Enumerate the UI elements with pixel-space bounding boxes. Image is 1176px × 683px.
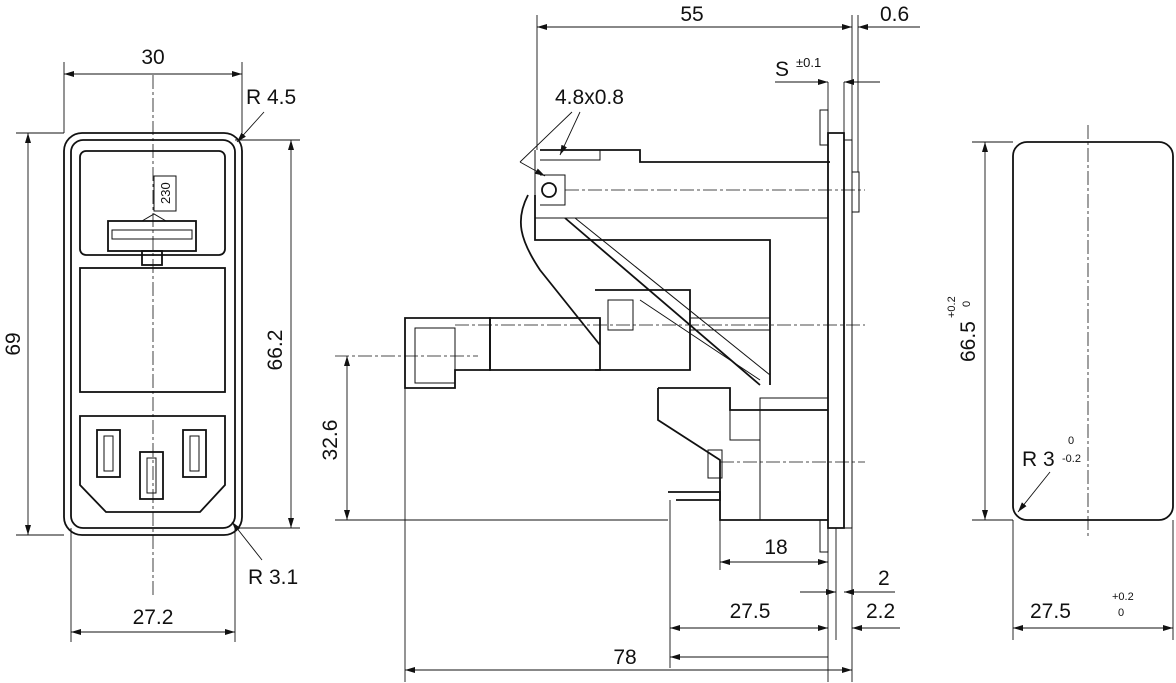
fuse-latch <box>107 220 197 252</box>
dim-22: 2.2 <box>866 600 895 623</box>
dim-tab-size: 4.8x0.8 <box>555 86 624 109</box>
dim-offset-06: 0.6 <box>880 3 909 26</box>
switch-area <box>79 267 226 393</box>
dim-radius-top: R 4.5 <box>246 86 296 109</box>
dim-height-total: 69 <box>2 332 25 355</box>
side-flange <box>827 132 845 529</box>
panel-cutout <box>1012 141 1174 521</box>
dim-cutout-width-tol-lower: 0 <box>1118 607 1124 619</box>
dim-cutout-radius-tol-lower: -0.2 <box>1062 453 1081 465</box>
dim-cutout-height-tol-lower: 0 <box>961 301 973 307</box>
dim-length-55: 55 <box>680 3 703 26</box>
dim-height-inner: 66.2 <box>264 330 287 371</box>
dim-cutout-radius-tol-upper: 0 <box>1068 435 1074 447</box>
dim-s-tol: ±0.1 <box>796 55 821 70</box>
pin-right <box>182 429 207 478</box>
side-view: 55 0.6 S ±0.1 4.8x0.8 32.6 18 2 27.5 <box>319 3 920 682</box>
dim-275: 27.5 <box>730 600 771 623</box>
dim-s: S <box>775 58 789 81</box>
dim-height-326: 32.6 <box>319 420 342 461</box>
dim-2: 2 <box>878 567 890 590</box>
pin-left <box>96 429 121 478</box>
cutout-view: 66.5 +0.2 0 R 3 0 -0.2 27.5 +0.2 0 <box>946 125 1174 640</box>
pin-earth <box>139 451 164 500</box>
dim-cutout-width-tol-upper: +0.2 <box>1112 591 1134 603</box>
dim-width-bottom: 27.2 <box>133 606 174 629</box>
voltage-label: 230 <box>158 182 173 204</box>
dim-radius-bottom: R 3.1 <box>248 566 298 589</box>
iec-inlet <box>79 415 226 513</box>
dim-78: 78 <box>613 646 636 669</box>
fuse-pivot <box>541 182 557 198</box>
dim-width-top: 30 <box>141 46 164 69</box>
fuse-drawer <box>79 150 226 256</box>
dim-cutout-radius: R 3 <box>1022 448 1055 471</box>
front-view: 230 30 R 4.5 69 66.2 <box>2 46 300 642</box>
dim-cutout-width: 27.5 <box>1030 600 1071 623</box>
dim-cutout-height: 66.5 <box>957 321 980 362</box>
dim-18: 18 <box>764 536 787 559</box>
dim-cutout-height-tol-upper: +0.2 <box>946 296 958 318</box>
voltage-window <box>153 175 177 212</box>
